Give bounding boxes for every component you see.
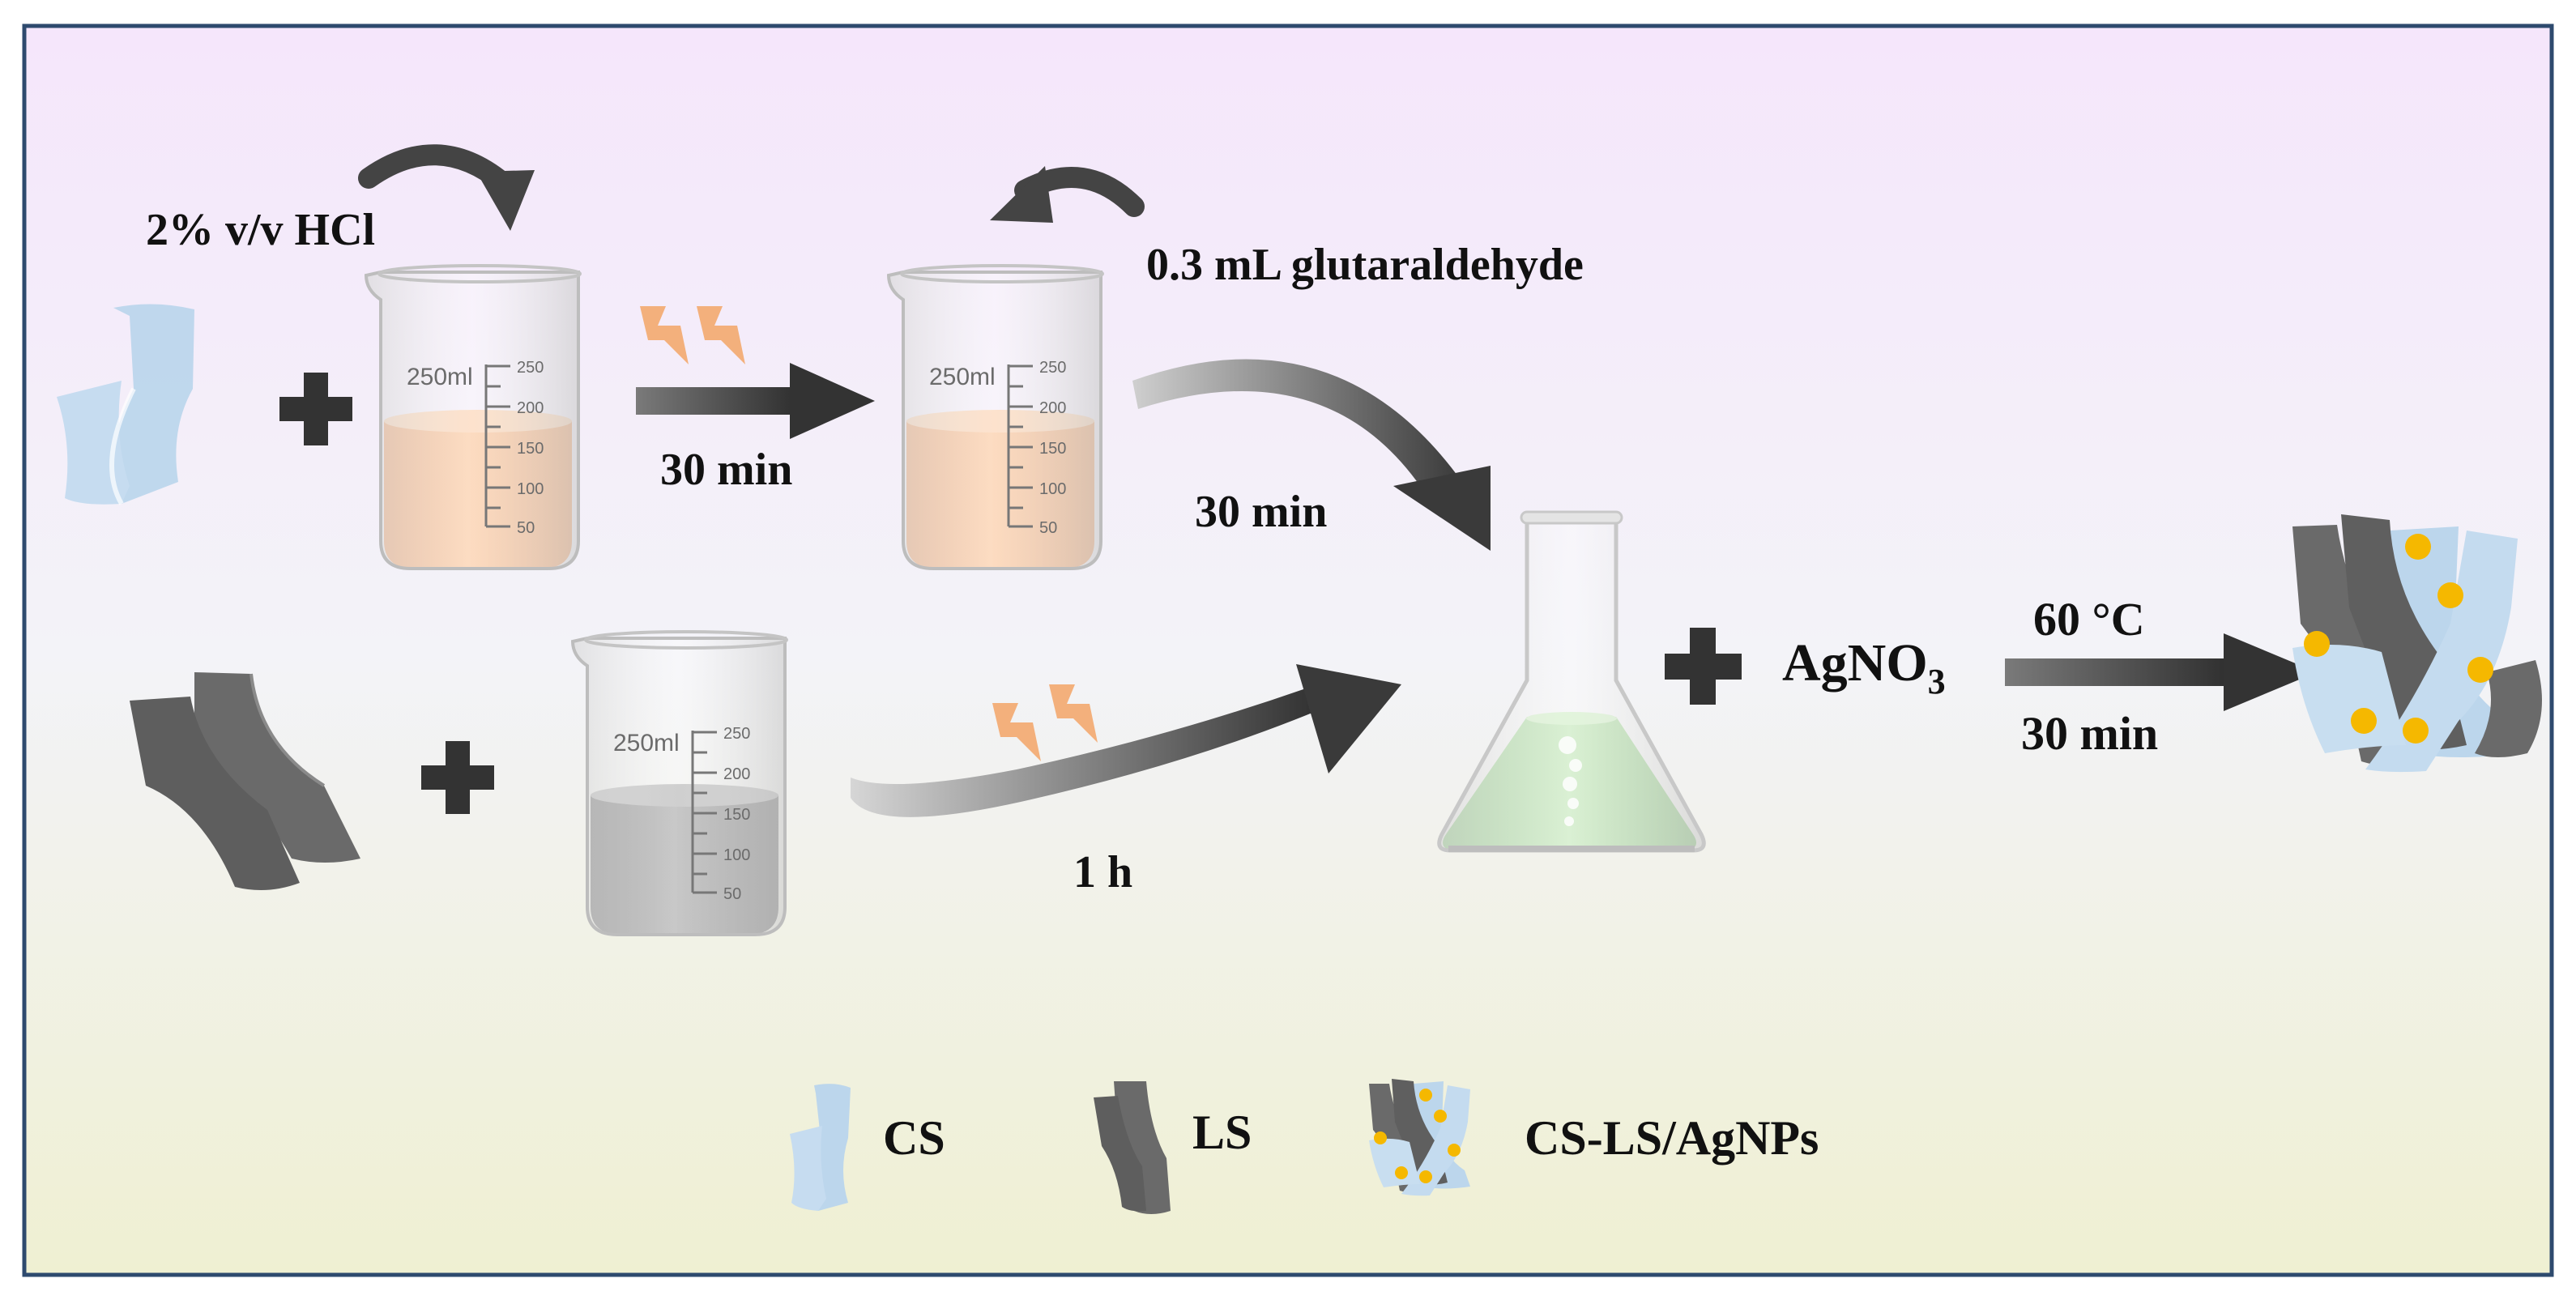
scale-250: 250 [517,359,544,377]
beaker-volume-label: 250ml [929,364,996,390]
chitosan-strip-icon [57,304,194,505]
scale-150: 150 [1039,440,1066,458]
step4-time-label: 30 min [2021,707,2158,760]
plus-icon [279,373,352,445]
scale-100: 100 [723,846,750,864]
agno3-main: AgNO [1782,633,1928,692]
arrow-icon [990,166,1145,223]
arrow-icon [636,363,875,439]
scale-150: 150 [723,806,750,824]
background-panel [22,23,2554,1277]
scale-200: 200 [1039,399,1066,417]
scale-200: 200 [517,399,544,417]
beaker-icon: 250ml 250 200 150 100 50 [887,264,1104,570]
arrow-icon [358,144,535,231]
legend-cs-label: CS [883,1111,945,1165]
scale-150: 150 [517,440,544,458]
beaker-volume-label: 250ml [613,730,680,756]
glutaraldehyde-label: 0.3 mL glutaraldehyde [1146,240,1584,290]
beaker-volume-label: 250ml [407,364,473,390]
lignosulfonate-strip-icon [130,672,360,890]
erlenmeyer-flask-icon [1437,510,1706,853]
step1-time-label: 30 min [660,445,792,495]
scale-50: 50 [517,519,535,537]
arrow-icon [851,664,1401,817]
step2-time-label: 30 min [1195,487,1327,537]
lightning-bolt-icon [640,306,745,364]
step3-time-label: 1 h [1073,847,1132,897]
arrow-icon [2005,633,2317,711]
composite-fiber-icon [1369,1079,1470,1196]
scale-50: 50 [1039,519,1057,537]
beaker-icon: 250ml 250 200 150 100 50 [571,630,788,936]
legend-composite-label: CS-LS/AgNPs [1525,1111,1819,1165]
scale-250: 250 [1039,359,1066,377]
scale-50: 50 [723,885,741,903]
scale-200: 200 [723,765,750,783]
chitosan-strip-icon [790,1084,851,1211]
arrow-icon [1132,359,1491,551]
agno3-subscript: 3 [1928,662,1946,701]
plus-icon [421,741,494,814]
legend-ls-label: LS [1192,1106,1252,1159]
legend: CS LS CS-LS/AgNPs [790,1079,1819,1214]
scale-100: 100 [517,480,544,498]
beaker-icon: 250ml 250 200 150 100 50 [365,264,582,570]
lignosulfonate-strip-icon [1094,1081,1171,1214]
scale-250: 250 [723,725,750,743]
hcl-label: 2% v/v HCl [146,205,375,255]
temperature-label: 60 °C [2033,593,2145,646]
composite-fiber-icon [2292,514,2542,773]
scale-100: 100 [1039,480,1066,498]
plus-icon [1665,628,1742,705]
lightning-bolt-icon [992,684,1098,761]
agno3-label: AgNO3 [1782,633,1946,701]
